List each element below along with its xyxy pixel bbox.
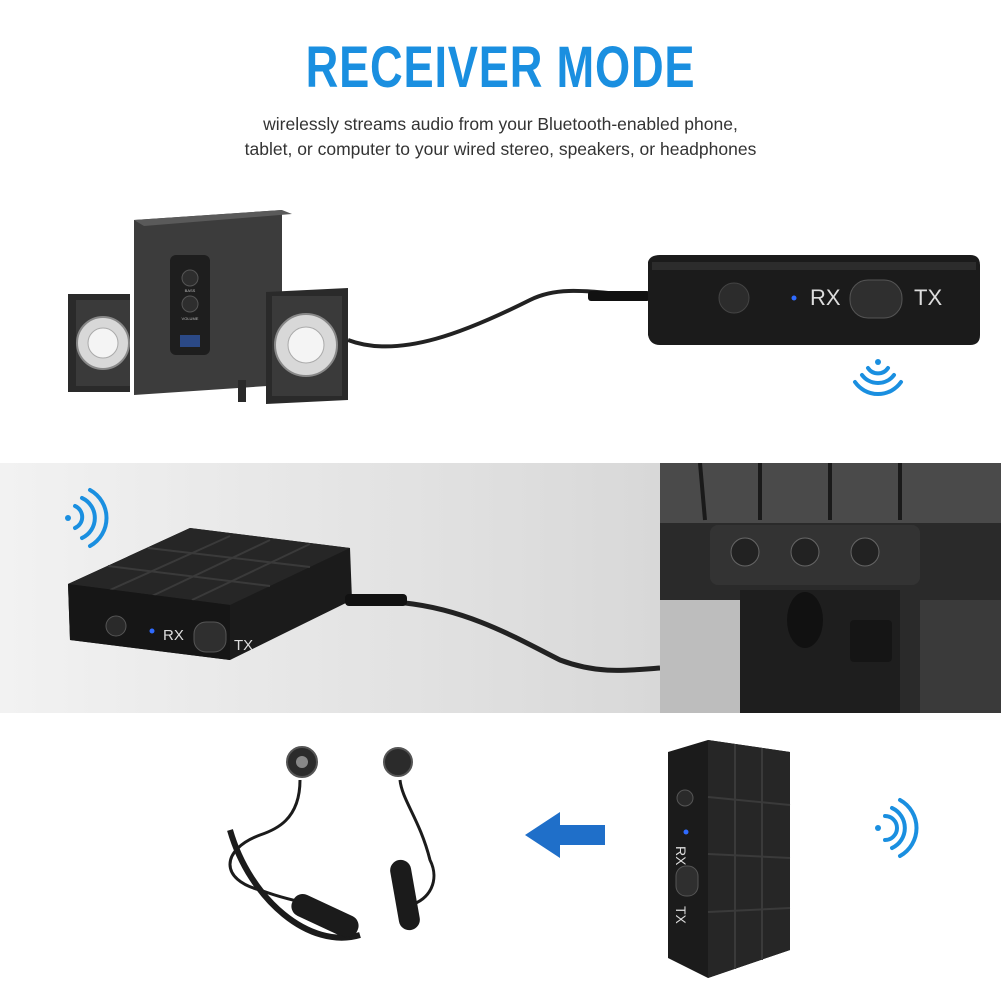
audio-cable (404, 600, 661, 673)
subtitle-line-2: tablet, or computer to your wired stereo… (244, 139, 757, 159)
page-subtitle: wirelessly streams audio from your Bluet… (0, 112, 1001, 162)
rx-label: RX (810, 285, 841, 310)
bluetooth-device-standing: RX TX (668, 740, 791, 978)
wireless-signal-icon (875, 798, 919, 858)
neckband-earphones (227, 746, 436, 941)
rx-label: RX (673, 846, 689, 866)
page-title: RECEIVER MODE (305, 35, 696, 100)
tx-label: TX (234, 637, 253, 654)
bass-label: BASS (185, 288, 196, 293)
subtitle-line-1: wirelessly streams audio from your Bluet… (263, 114, 738, 134)
tx-label: TX (914, 285, 942, 310)
car-interior-photo (660, 463, 1001, 713)
bluetooth-receiver-device: RX TX (648, 255, 980, 345)
bluetooth-transmitter-device: RX TX (68, 528, 352, 660)
direction-arrow-icon (525, 812, 605, 858)
speaker-system: BASS VOLUME (68, 210, 348, 404)
headphone-scene: RX TX (227, 740, 919, 978)
wireless-signal-icon (853, 359, 903, 396)
wireless-signal-icon (65, 488, 109, 548)
car-scene: RX TX (0, 463, 1001, 713)
tx-label: TX (673, 906, 689, 925)
volume-label: VOLUME (182, 316, 199, 321)
speaker-scene: BASS VOLUME RX TX (68, 210, 980, 404)
rx-label: RX (163, 627, 184, 644)
